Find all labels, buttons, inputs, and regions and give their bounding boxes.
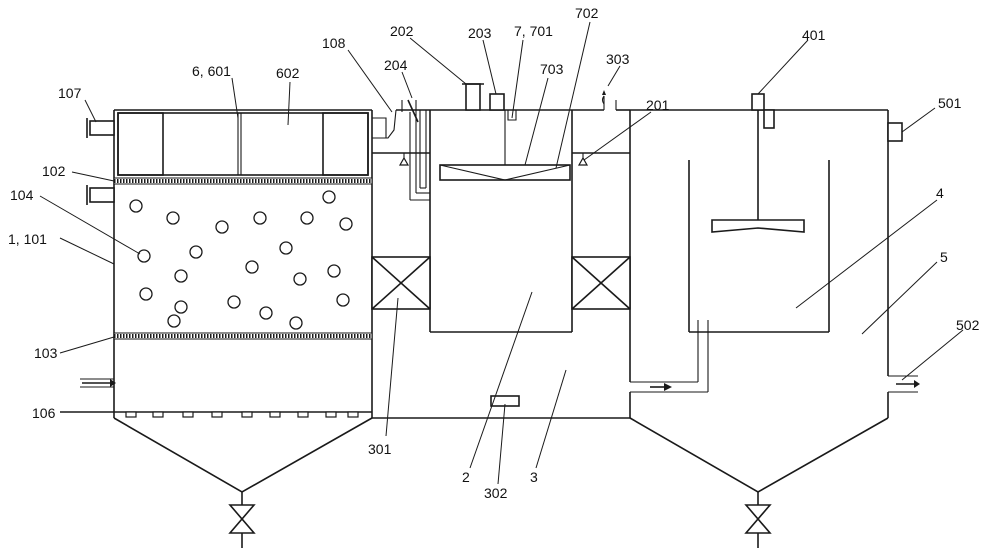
label-702: 702 — [575, 5, 599, 21]
label-107: 107 — [58, 85, 82, 101]
pipe-204 — [401, 99, 430, 201]
middle-tank — [372, 100, 631, 419]
aerator-pipe — [60, 411, 372, 418]
stirrer-401 — [711, 93, 805, 233]
label-5: 5 — [940, 249, 948, 265]
label-108: 108 — [322, 35, 346, 51]
label-6-601: 6, 601 — [192, 63, 231, 79]
label-302: 302 — [484, 485, 508, 501]
outlet-502 — [888, 375, 920, 393]
label-106: 106 — [32, 405, 56, 421]
crossed-box-left — [371, 256, 431, 310]
filter-module — [117, 112, 369, 176]
transfer-pipe — [630, 320, 709, 393]
lower-screen — [113, 332, 373, 340]
label-202: 202 — [390, 23, 414, 39]
label-7-701: 7, 701 — [514, 23, 553, 39]
spray-nozzles — [398, 153, 589, 166]
crossed-box-right — [571, 256, 631, 310]
right-tank — [629, 109, 889, 548]
label-4: 4 — [936, 185, 944, 201]
label-501: 501 — [938, 95, 962, 111]
label-2: 2 — [462, 469, 470, 485]
right-drain-valve — [744, 504, 772, 534]
inner-reactor — [688, 160, 830, 333]
labels: 107 6, 601 602 108 202 203 7, 701 702 20… — [8, 5, 980, 501]
label-103: 103 — [34, 345, 58, 361]
nozzle-left-lower — [86, 185, 115, 205]
left-drain-valve — [228, 504, 256, 534]
fitting-203 — [489, 93, 505, 111]
label-201: 201 — [646, 97, 670, 113]
fitting-202 — [462, 83, 484, 111]
vent-303 — [601, 90, 606, 110]
upper-screen — [113, 177, 373, 185]
nozzle-107 — [86, 118, 115, 138]
left-inlet — [80, 378, 116, 388]
label-203: 203 — [468, 25, 492, 41]
nozzle-501 — [887, 122, 903, 142]
leader-lines — [39, 21, 964, 485]
label-703: 703 — [540, 61, 564, 77]
label-401: 401 — [802, 27, 826, 43]
label-204: 204 — [384, 57, 408, 73]
label-502: 502 — [956, 317, 980, 333]
overflow-pipe — [372, 109, 397, 139]
paddle-assembly — [439, 110, 571, 181]
label-104: 104 — [10, 187, 34, 203]
pipe-701 — [507, 110, 517, 121]
label-1-101: 1, 101 — [8, 231, 47, 247]
label-303: 303 — [606, 51, 630, 67]
media-balls — [129, 190, 353, 330]
label-3: 3 — [530, 469, 538, 485]
label-102: 102 — [42, 163, 66, 179]
label-602: 602 — [276, 65, 300, 81]
label-301: 301 — [368, 441, 392, 457]
